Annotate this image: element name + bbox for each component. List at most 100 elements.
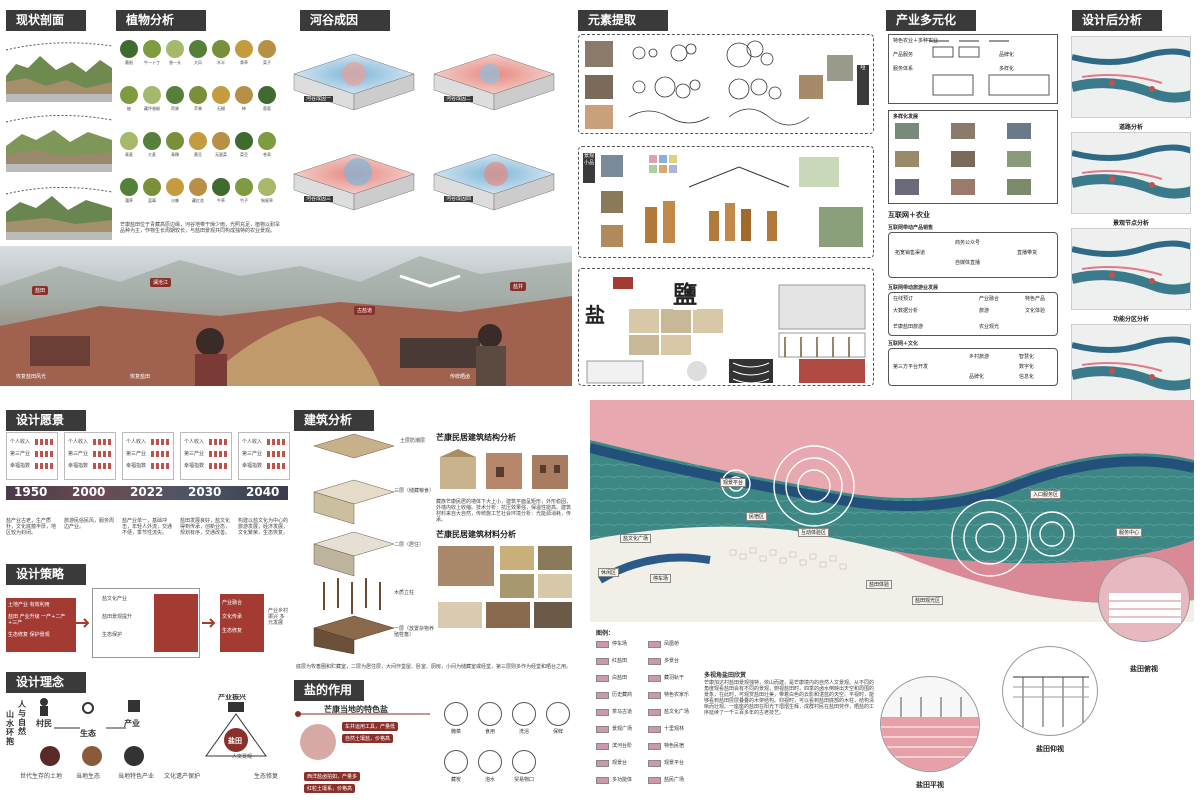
layer-label-2: 三层（储藏粮食） — [394, 488, 434, 494]
plant-photo — [120, 86, 138, 104]
vision-box: 个人收入第三产业幸福指数 — [180, 432, 232, 480]
strategy-right-item: 生态修复 — [222, 628, 243, 634]
strategy-mid-list: 盐文化产业 盐田景观提升 生态保护 — [102, 596, 192, 638]
vision-people-icons — [267, 439, 287, 445]
header-salt-role: 盐的作用 — [294, 680, 364, 701]
legend-swatch — [648, 777, 661, 784]
vision-description: 盐产业古老，生产质朴，文化底蕴丰厚，地区较为封闭。 — [6, 518, 57, 536]
industry-top-2: 产品服务 — [893, 52, 914, 58]
vision-people-icons — [267, 463, 287, 469]
strategy-arrow-2 — [202, 618, 216, 628]
industry-block-2: 多样化发展 — [888, 110, 1058, 204]
concept-center-graphic — [205, 702, 267, 757]
post-analysis-caption: 道路分析 — [1118, 124, 1143, 131]
plant-label: 沙棘 — [171, 198, 179, 203]
salt-role-panel: 芒康当地的特色盐 车并运用工具，产量低 自然土壤盐，价格高 西洋盐卤拍如，产量多… — [294, 702, 580, 800]
sales-label-4: 直播带货 — [1017, 250, 1038, 256]
header-valley-formation: 河谷成因 — [300, 10, 390, 31]
element-frame-3: 盐 鹽 — [578, 268, 874, 386]
concept-bottom-4: 文化遗产保护 — [164, 773, 201, 780]
valley-blocks: 河谷成因一 河谷成因二 河谷成因三 河谷成因四 — [290, 36, 570, 236]
header-post-design: 设计后分析 — [1072, 10, 1162, 31]
view-caption-flat: 盐田平视 — [916, 781, 944, 789]
legend-item: 特色民宿 — [648, 742, 684, 751]
plant-label: 大麦 — [148, 152, 156, 157]
plant-label: 藏坪香椒 — [144, 106, 160, 111]
tourism-label-7: 芒康盐田旅游 — [893, 324, 924, 330]
plant-photo — [212, 86, 230, 104]
sales-label-2: 商务公众号 — [955, 240, 981, 246]
salt-top-view-drawing — [1109, 593, 1181, 623]
legend-item: 凤凰桥 — [648, 640, 679, 649]
vision-description: 构建以盐文化为中心的旅游发展，经济发展，文化繁荣，生态恢复。 — [238, 518, 289, 536]
legend-label: 多景台 — [664, 658, 680, 664]
post-analysis-map — [1071, 228, 1191, 310]
legend-item: 茶马古道 — [596, 708, 632, 717]
plant-photo — [143, 132, 161, 150]
legend-item: 盐民广场 — [648, 776, 684, 785]
salt-use-icon — [444, 702, 468, 726]
post-analysis-map — [1071, 324, 1191, 406]
concept-vertical-1: 山水环抱 — [6, 710, 14, 746]
plant-photo — [235, 178, 253, 196]
header-industry: 产业多元化 — [886, 10, 976, 31]
exploded-axonometric: 土层防潮层 三层（储藏粮食） 二层（居住） 木质立柱 一层（放置杂物养殖牲畜） — [294, 432, 434, 654]
plant-photo — [166, 178, 184, 196]
architecture-footer: 底层为牧畜圈和贮藏室，二层为居住层，大间作堂屋、卧室、厨房，小间为储藏室或经堂，… — [296, 664, 572, 670]
legend-label: 多功能体 — [612, 777, 633, 783]
legend-swatch — [648, 760, 661, 767]
post-map-drawing — [1072, 48, 1190, 103]
vision-description: 盐田发展良好，盐文化得到传承，创新业态，规划有序，交通改善。 — [180, 518, 231, 536]
vision-people-icons — [35, 439, 55, 445]
plant-label: 青稞 — [171, 152, 179, 157]
plant-photo — [258, 86, 276, 104]
photo-caption-2: 恢复盐田 — [130, 374, 151, 380]
plant-photo — [189, 40, 207, 58]
legend-label: 茶马古道 — [612, 709, 633, 715]
plant-photo — [235, 86, 253, 104]
plant-photo — [212, 132, 230, 150]
vision-metric: 个人收入 — [126, 439, 147, 445]
industry-diagram: 特色农业＋多种农业 产品服务 服务体系 品牌化 多样化 多样化发展 互联网＋农业… — [884, 34, 1064, 386]
salt-up-view-drawing — [1013, 676, 1089, 727]
vision-box: 个人收入第三产业幸福指数 — [122, 432, 174, 480]
vision-people-icons — [151, 451, 171, 457]
concept-bottom-2: 当地生态 — [76, 773, 101, 780]
vision-people-icons — [209, 439, 229, 445]
vision-metric: 幸福指数 — [126, 463, 147, 469]
post-map-drawing — [1072, 144, 1190, 199]
concept-icons — [40, 698, 144, 766]
plant-label: 无量菜 — [215, 152, 227, 157]
plant-photo — [235, 132, 253, 150]
internet-sub1: 互联网带动产品销售 — [888, 225, 934, 231]
element-diagram-2 — [601, 155, 863, 247]
map-label-culture: 盐文化广场 — [620, 534, 652, 543]
legend-label: 历史藏商 — [612, 692, 633, 698]
map-label-interactive: 互动体验区 — [798, 528, 830, 537]
legend-label: 十里观林 — [664, 726, 685, 732]
structure-analysis: 芒康民居建筑结构分析 藏族芒康民居的墙体下大上小，建筑平面呈矩形，外形稳固，外墙… — [436, 432, 576, 662]
sales-label-3: 自媒体直播 — [955, 260, 981, 266]
salt-character: 盐 — [585, 303, 605, 327]
legend-swatch — [596, 641, 609, 648]
legend-item: 特色农家乐 — [648, 691, 689, 700]
salt-view-top — [1098, 556, 1190, 642]
legend-label: 观景平台 — [664, 760, 685, 766]
concept-right-label: 人文景观 — [232, 754, 253, 760]
concept-center: 盐田 — [228, 737, 242, 745]
architecture-layers-drawing — [313, 433, 395, 654]
header-design-vision: 设计愿景 — [6, 410, 86, 431]
plant-label: 骨草 — [240, 60, 248, 65]
plant-photo — [212, 40, 230, 58]
vision-metric: 幸福指数 — [68, 463, 89, 469]
vision-metric: 个人收入 — [242, 439, 263, 445]
vision-box: 个人收入第三产业幸福指数 — [238, 432, 290, 480]
vision-people-icons — [209, 463, 229, 469]
concept-diagram: 山水环抱 人与自然 村民 生态 产业 世代生存的土地 当地生态 当地特色产业 文… — [6, 694, 288, 800]
vision-people-icons — [267, 451, 287, 457]
legend-label: 停车场 — [612, 641, 628, 647]
timeline-year: 2040 — [246, 485, 280, 499]
plant-photo — [258, 132, 276, 150]
header-status-section: 现状剖面 — [6, 10, 86, 31]
layer-label-3: 二层（居住） — [394, 542, 425, 548]
